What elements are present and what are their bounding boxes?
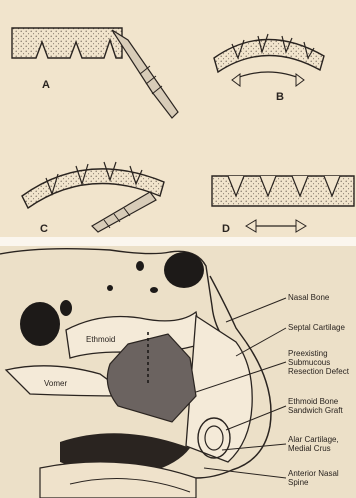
panel-divider bbox=[0, 237, 356, 246]
sinus-dot-1 bbox=[136, 261, 144, 271]
label-septal-cartilage: Septal Cartilage bbox=[288, 323, 345, 332]
label-ethmoid-graft-1: Ethmoid Bone bbox=[288, 397, 339, 406]
label-preexisting-3: Resection Defect bbox=[288, 367, 350, 376]
label-a: A bbox=[42, 79, 50, 91]
sinus-dot-3 bbox=[150, 287, 158, 293]
cartilage-technique-illustration: A B C bbox=[0, 0, 356, 237]
leader-septal-cartilage bbox=[236, 328, 286, 356]
label-c: C bbox=[40, 223, 48, 235]
label-ethmoid: Ethmoid bbox=[86, 335, 115, 344]
diagram-a: A bbox=[12, 28, 178, 118]
curve-arrow-b bbox=[232, 72, 304, 80]
label-spine-2: Spine bbox=[288, 478, 309, 487]
sinus-left bbox=[20, 302, 60, 346]
scalpel-c bbox=[92, 192, 156, 232]
scalpel-a bbox=[112, 30, 178, 118]
diagram-b: B bbox=[214, 34, 324, 103]
cartilage-block-a bbox=[12, 28, 122, 58]
label-vomer: Vomer bbox=[44, 379, 67, 388]
label-preexisting-1: Preexisting bbox=[288, 349, 328, 358]
nasal-anatomy-panel: Ethmoid Vomer Nasal Bone Septal Cartilag… bbox=[0, 246, 356, 498]
sinus-right bbox=[164, 252, 204, 288]
leader-anterior-nasal-spine bbox=[204, 468, 286, 478]
label-alar-1: Alar Cartilage, bbox=[288, 435, 339, 444]
upper-lip bbox=[40, 462, 196, 498]
leader-nasal-bone bbox=[226, 298, 286, 322]
label-d: D bbox=[222, 223, 230, 235]
label-preexisting-2: Submucous bbox=[288, 358, 330, 367]
label-spine-1: Anterior Nasal bbox=[288, 469, 339, 478]
label-ethmoid-graft-2: Sandwich Graft bbox=[288, 406, 343, 415]
diagram-c: C bbox=[22, 162, 164, 235]
sinus-dot-2 bbox=[107, 285, 113, 291]
label-alar-2: Medial Crus bbox=[288, 444, 331, 453]
label-b: B bbox=[276, 91, 284, 103]
sinus-small bbox=[60, 300, 72, 316]
nasal-anatomy-illustration: Ethmoid Vomer Nasal Bone Septal Cartilag… bbox=[0, 246, 356, 498]
label-nasal-bone: Nasal Bone bbox=[288, 293, 330, 302]
diagram-d: D bbox=[212, 176, 354, 235]
cartilage-technique-panel: A B C bbox=[0, 0, 356, 237]
